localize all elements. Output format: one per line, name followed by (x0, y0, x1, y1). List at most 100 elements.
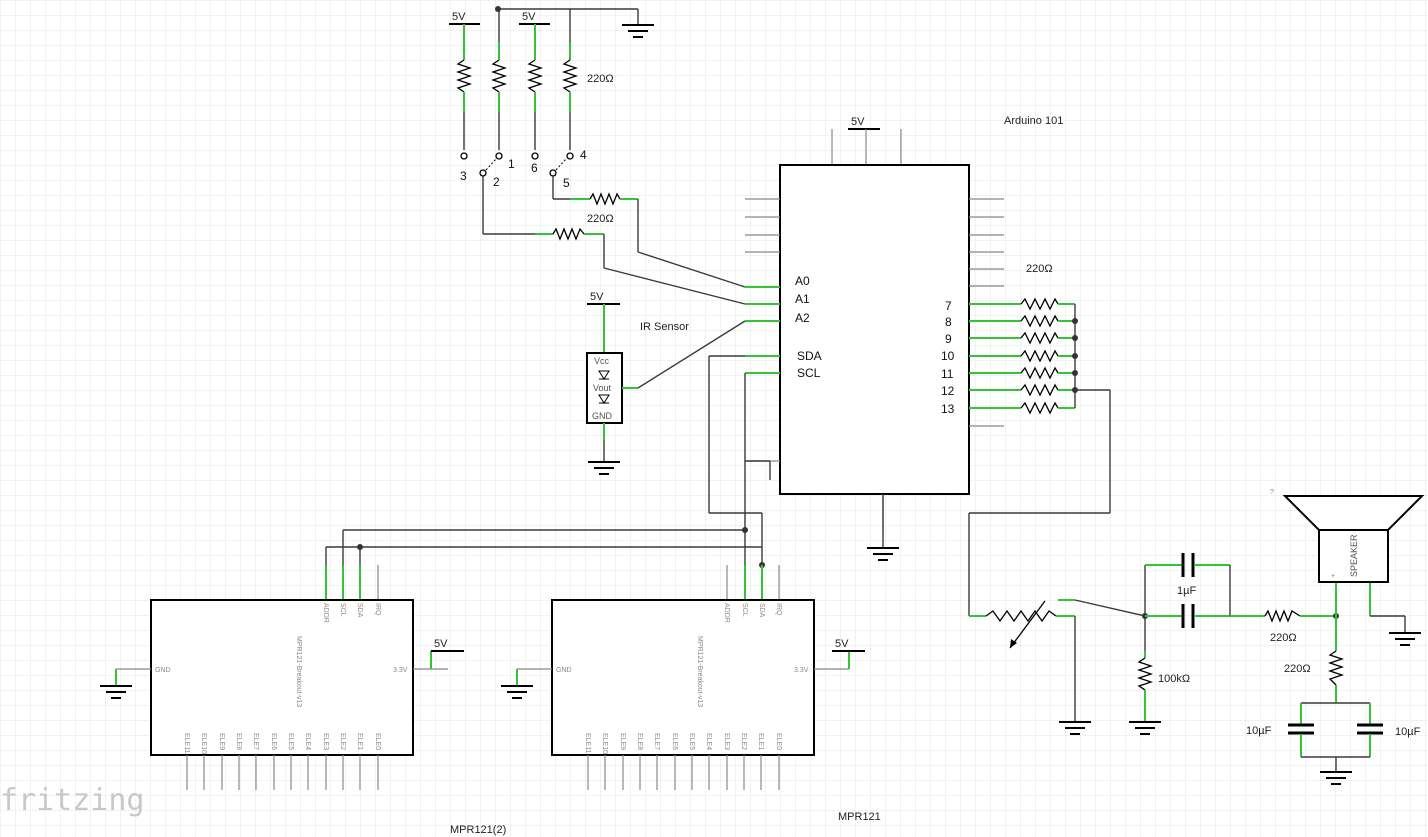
ir-gnd-label: GND (592, 411, 613, 421)
mpr-electrode-label: ELE1 (356, 733, 363, 750)
arduino-pin-label: A1 (795, 292, 810, 306)
mpr-electrode-label: ELE6 (671, 733, 678, 750)
mpr121-left: ADDR SCL SDA IRQ MPR121-Breakout-v13 GND… (100, 565, 506, 836)
cap-value-label: 10µF (1246, 725, 1272, 737)
speaker-body (1318, 529, 1389, 583)
mpr-electrode-label: ELE8 (235, 733, 242, 750)
mpr-electrode-label: ELE4 (304, 733, 311, 750)
resistor-value-label: 100kΩ (1158, 673, 1190, 685)
arduino-pin-label: 13 (941, 402, 955, 416)
arduino-pin-label: 8 (945, 315, 952, 329)
v5-label: 5V (835, 638, 849, 650)
mpr-pin-label: ADDR (723, 603, 730, 623)
mpr-electrode-label: ELE3 (723, 733, 730, 750)
ir-vout-label: Vout (593, 383, 612, 393)
ir-sensor-label: IR Sensor (640, 321, 689, 333)
mpr-electrode-label: ELE2 (740, 733, 747, 750)
ir-vcc-label: Vcc (594, 356, 610, 366)
mpr-electrode-label: ELE11 (183, 733, 190, 754)
resistor-value-label: 220Ω (1270, 632, 1297, 644)
mpr-33v-label: 3.3V (794, 667, 809, 674)
switch-contact-label: 3 (460, 169, 467, 183)
arduino-pin-label: 7 (945, 299, 952, 313)
speaker-cone (1282, 495, 1425, 531)
resistor-value-label: 220Ω (587, 73, 614, 85)
switch-contact-label: 4 (580, 148, 587, 162)
switch-contact-label: 5 (563, 176, 570, 190)
mpr-pin-label: SCL (339, 603, 346, 617)
mpr-electrode-label: ELE7 (653, 733, 660, 750)
mpr121-right: ADDR SCL SDA IRQ MPR121-Breakout-v13 GND… (501, 565, 881, 823)
mpr121-left-title: MPR121(2) (450, 824, 506, 836)
arduino-pin-label: 10 (941, 349, 955, 363)
i2c-bus-wires (325, 355, 771, 568)
mpr-33v-label: 3.3V (393, 667, 408, 674)
mpr121-right-title: MPR121 (838, 811, 881, 823)
mpr-part-label: MPR121-Breakout-v13 (295, 636, 302, 707)
mpr-electrode-label: ELE0 (374, 733, 381, 750)
mpr-electrode-label: ELE9 (218, 733, 225, 750)
v5-label: 5V (522, 11, 536, 23)
led-resistor-bank: 220Ω (968, 263, 1111, 616)
mpr-electrode-label: ELE10 (200, 733, 207, 754)
mpr-electrode-label: ELE6 (270, 733, 277, 750)
v5-label: 5V (851, 116, 865, 128)
mpr-electrode-label: ELE9 (619, 733, 626, 750)
arduino-101: Arduino 101 5V A0 A1 A2 SDA SCL (745, 115, 1063, 561)
resistor-value-label: 220Ω (587, 213, 614, 225)
switch-contact-label: 2 (493, 175, 500, 189)
mpr-electrode-label: ELE1 (757, 733, 764, 750)
arduino-body (779, 164, 970, 495)
mpr-electrode-label: ELE2 (339, 733, 346, 750)
top-ground-rail (495, 6, 654, 42)
resistor-value-label: 220Ω (1026, 263, 1053, 275)
arduino-pin-label: 11 (941, 367, 954, 381)
mpr-pin-label: IRQ (374, 603, 381, 616)
mpr121-right-electrodes: ELE11 ELE10 ELE9 ELE8 ELE7 ELE6 ELE5 ELE… (584, 733, 782, 790)
mpr-pin-label: ADDR (322, 603, 329, 623)
switch-contact-label: 6 (531, 161, 538, 175)
mpr-electrode-label: ELE7 (252, 733, 259, 750)
svg-text:+: + (1331, 573, 1335, 580)
switch-contact-label: 1 (508, 157, 515, 171)
mpr121-left-electrodes: ELE11 ELE10 ELE9 ELE8 ELE7 ELE6 ELE5 ELE… (183, 733, 381, 790)
cap-value-label: 10µF (1395, 726, 1421, 738)
cap-value-label: 1µF (1177, 585, 1196, 597)
mpr121-left-body (150, 599, 414, 756)
arduino-pin-label: SCL (797, 366, 821, 380)
switch-contacts: 3 2 1 6 5 4 (460, 148, 587, 190)
switch-series-resistors: 220Ω (482, 176, 746, 305)
ir-sensor: 5V IR Sensor Vcc Vout GND (586, 291, 746, 475)
arduino-pin-label: 9 (945, 332, 952, 346)
mpr-part-label: MPR121-Breakout-v13 (696, 636, 703, 707)
mpr-electrode-label: ELE5 (688, 733, 695, 750)
resistor-value-label: 220Ω (1284, 663, 1311, 675)
mpr-electrode-label: ELE8 (636, 733, 643, 750)
switch-pull-resistors: 220Ω (455, 9, 614, 150)
mpr-electrode-label: ELE0 (775, 733, 782, 750)
arduino-pin-label: A0 (795, 274, 810, 288)
mpr121-right-body (551, 599, 815, 756)
mpr-pin-label: SDA (356, 603, 363, 618)
arduino-title: Arduino 101 (1004, 115, 1063, 127)
v5-label: 5V (434, 638, 448, 650)
arduino-pin-label: A2 (795, 311, 810, 325)
audio-section: 1µF 100kΩ 220Ω SPEAKER ? + 220 (969, 489, 1425, 785)
mpr-pin-label: SDA (758, 603, 765, 618)
mpr-electrode-label: ELE10 (601, 733, 608, 754)
fritzing-watermark: fritzing (0, 783, 145, 818)
mpr-electrode-label: ELE5 (287, 733, 294, 750)
mpr-gnd-label: GND (556, 667, 572, 674)
mpr-pin-label: IRQ (775, 603, 782, 616)
mpr-pin-label: SCL (741, 603, 748, 617)
v5-label: 5V (590, 291, 604, 303)
arduino-pin-label: SDA (797, 349, 822, 363)
mpr-electrode-label: ELE4 (705, 733, 712, 750)
mpr-electrode-label: ELE11 (584, 733, 591, 754)
speaker-label: SPEAKER (1349, 534, 1359, 577)
mpr-gnd-label: GND (155, 667, 171, 674)
mpr-electrode-label: ELE3 (322, 733, 329, 750)
arduino-pin-label: 12 (941, 384, 955, 398)
v5-label: 5V (452, 11, 466, 23)
